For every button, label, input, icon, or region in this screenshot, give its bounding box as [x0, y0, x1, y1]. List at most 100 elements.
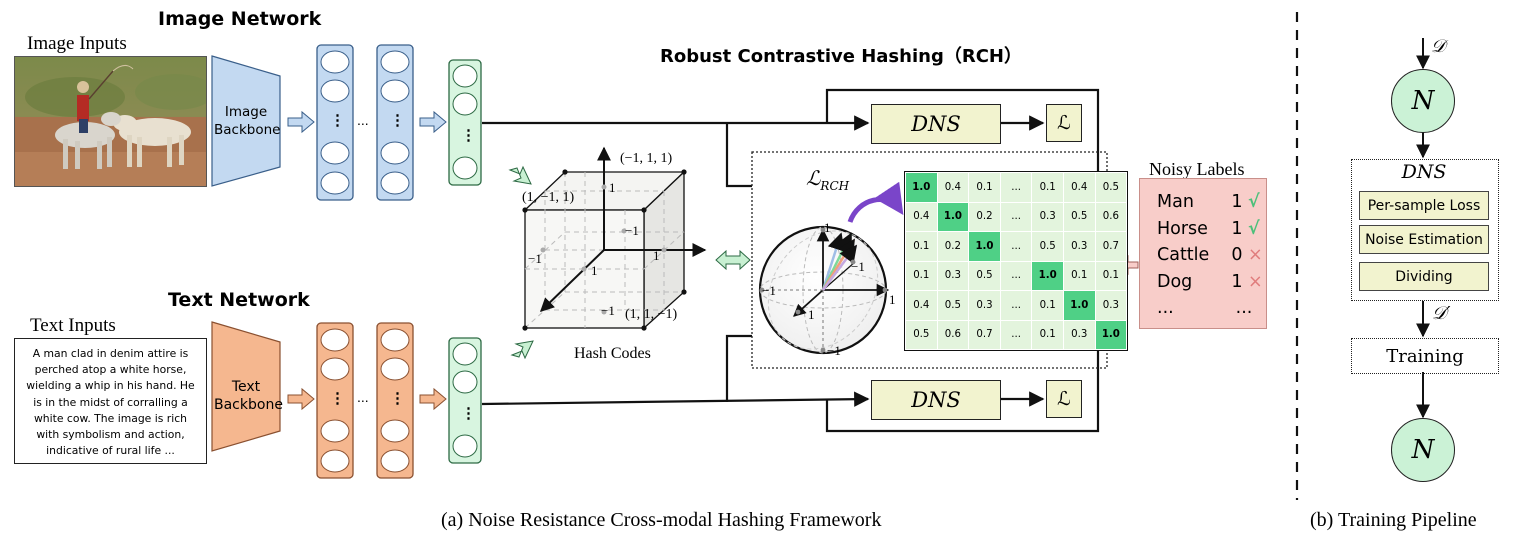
matrix-cell: 0.3 — [1062, 231, 1096, 262]
noisy-label-value: 1 — [1231, 271, 1243, 292]
matrix-cell: 0.6 — [1094, 201, 1128, 232]
loss-rch-label: ℒRCH — [806, 166, 849, 193]
matrix-cell: 0.4 — [905, 201, 938, 232]
matrix-cell: 0.5 — [968, 260, 1001, 291]
rch-panel — [751, 151, 1108, 369]
image-layers-ellipsis: ... — [357, 112, 369, 128]
check-icon: √ — [1248, 192, 1260, 213]
image-layer-1 — [316, 44, 354, 201]
image-backbone — [211, 55, 281, 187]
pipeline-step: Noise Estimation — [1359, 225, 1489, 254]
text-layers-ellipsis: ... — [357, 389, 369, 405]
matrix-cell: 0.5 — [1062, 201, 1096, 232]
cube-corner-top: (−1, 1, 1) — [620, 151, 673, 166]
loss-rch-symbol: ℒ — [806, 166, 821, 190]
matrix-cell: 0.3 — [1062, 319, 1096, 350]
rch-title: Robust Contrastive Hashing（RCH） — [660, 46, 1022, 67]
sphere-label-top: 1 — [824, 220, 831, 235]
cube-tick-z-neg: −1 — [625, 223, 639, 238]
image-loss-box: ℒ — [1046, 104, 1082, 142]
noisy-label-name: ... — [1157, 298, 1174, 319]
image-inputs-label: Image Inputs — [27, 33, 127, 54]
noisy-label-row: ...... — [1140, 295, 1266, 322]
cube-tick-x-pos: 1 — [653, 248, 660, 263]
cube-corner-left: (1, −1, 1) — [522, 190, 575, 205]
matrix-cell: 1.0 — [905, 172, 938, 203]
matrix-cell: 0.1 — [1031, 290, 1064, 321]
image-flow-lines — [482, 88, 1100, 188]
sphere-label-bottom: −1 — [827, 343, 841, 358]
image-row-block-arrows — [287, 110, 447, 134]
model-node-bottom: N — [1391, 418, 1455, 482]
text-backbone — [211, 321, 281, 452]
matrix-cell: 0.1 — [1031, 172, 1064, 203]
cube-tick-y-pos: 1 — [609, 180, 616, 195]
pipeline-step: Dividing — [1359, 262, 1489, 291]
text-loss-box: ℒ — [1046, 380, 1082, 418]
matrix-cell: 0.2 — [968, 201, 1001, 232]
matrix-cell: 0.3 — [1031, 201, 1064, 232]
pipeline-step: Per-sample Loss — [1359, 191, 1489, 220]
cube-tick-y-neg: −1 — [601, 303, 615, 318]
noisy-label-value: 0 — [1231, 245, 1243, 266]
pipeline-dns-label: DNS — [1401, 161, 1447, 183]
matrix-cell: 1.0 — [936, 201, 970, 232]
image-layer-2-vdots: ⋮ — [390, 112, 405, 129]
matrix-cell: ... — [999, 290, 1033, 321]
matrix-cell: 0.7 — [968, 319, 1001, 350]
text-to-hash-arrow — [510, 340, 534, 360]
caption-pipeline: (b) Training Pipeline — [1310, 509, 1477, 531]
hash-cube — [522, 146, 707, 331]
noisy-label-name: Cattle — [1157, 245, 1210, 266]
matrix-cell: 0.5 — [905, 319, 938, 350]
matrix-cell: 0.3 — [1094, 290, 1128, 321]
noisy-label-value: 1 — [1231, 192, 1243, 213]
noisy-label-name: Man — [1157, 192, 1194, 213]
cube-corner-bottom: (1, 1, −1) — [625, 307, 678, 322]
sphere-label-left: −1 — [762, 283, 776, 298]
loss-rch-subscript: RCH — [820, 179, 850, 193]
matrix-cell: 0.4 — [936, 172, 970, 203]
text-layer-2-vdots: ⋮ — [390, 390, 405, 407]
noisy-label-name: Dog — [1157, 271, 1193, 292]
matrix-cell: 0.1 — [1031, 319, 1064, 350]
check-icon: √ — [1248, 218, 1260, 239]
matrix-cell: 0.5 — [1094, 172, 1128, 203]
image-layer-2 — [376, 44, 414, 201]
cube-tick-x-neg: −1 — [528, 251, 542, 266]
purple-curved-arrow — [847, 181, 904, 223]
image-hash-layer — [448, 59, 482, 186]
text-network-title: Text Network — [168, 289, 310, 311]
noisy-label-value: ... — [1235, 298, 1253, 319]
matrix-cell: 0.1 — [1094, 260, 1128, 291]
matrix-cell: 0.1 — [905, 260, 938, 291]
pipeline-clean-dataset-label: 𝒟′ — [1432, 303, 1451, 324]
matrix-cell: 1.0 — [1094, 319, 1128, 350]
noisy-label-name: Horse — [1157, 218, 1208, 239]
matrix-cell: 0.4 — [905, 290, 938, 321]
text-input-box: A man clad in denim attire is perched at… — [14, 338, 207, 464]
image-dns-box: DNS — [871, 104, 1001, 144]
hash-codes-label: Hash Codes — [574, 345, 651, 362]
matrix-cell: 0.1 — [905, 231, 938, 262]
matrix-cell: 0.3 — [936, 260, 970, 291]
cube-tick-z-pos: 1 — [591, 263, 598, 278]
noisy-label-row: Man 1√ — [1140, 189, 1266, 216]
hash-rch-double-arrow — [715, 249, 751, 271]
cross-icon: × — [1248, 271, 1263, 292]
matrix-cell: 0.7 — [1094, 231, 1128, 262]
model-node-top: N — [1391, 69, 1455, 133]
text-row-block-arrows — [287, 387, 447, 411]
text-layer-2 — [376, 322, 414, 479]
text-hash-vdots: ⋮ — [461, 405, 476, 422]
noisy-label-row: Horse 1√ — [1140, 216, 1266, 243]
text-dns-box: DNS — [871, 380, 1001, 420]
noisy-label-value: 1 — [1231, 218, 1243, 239]
